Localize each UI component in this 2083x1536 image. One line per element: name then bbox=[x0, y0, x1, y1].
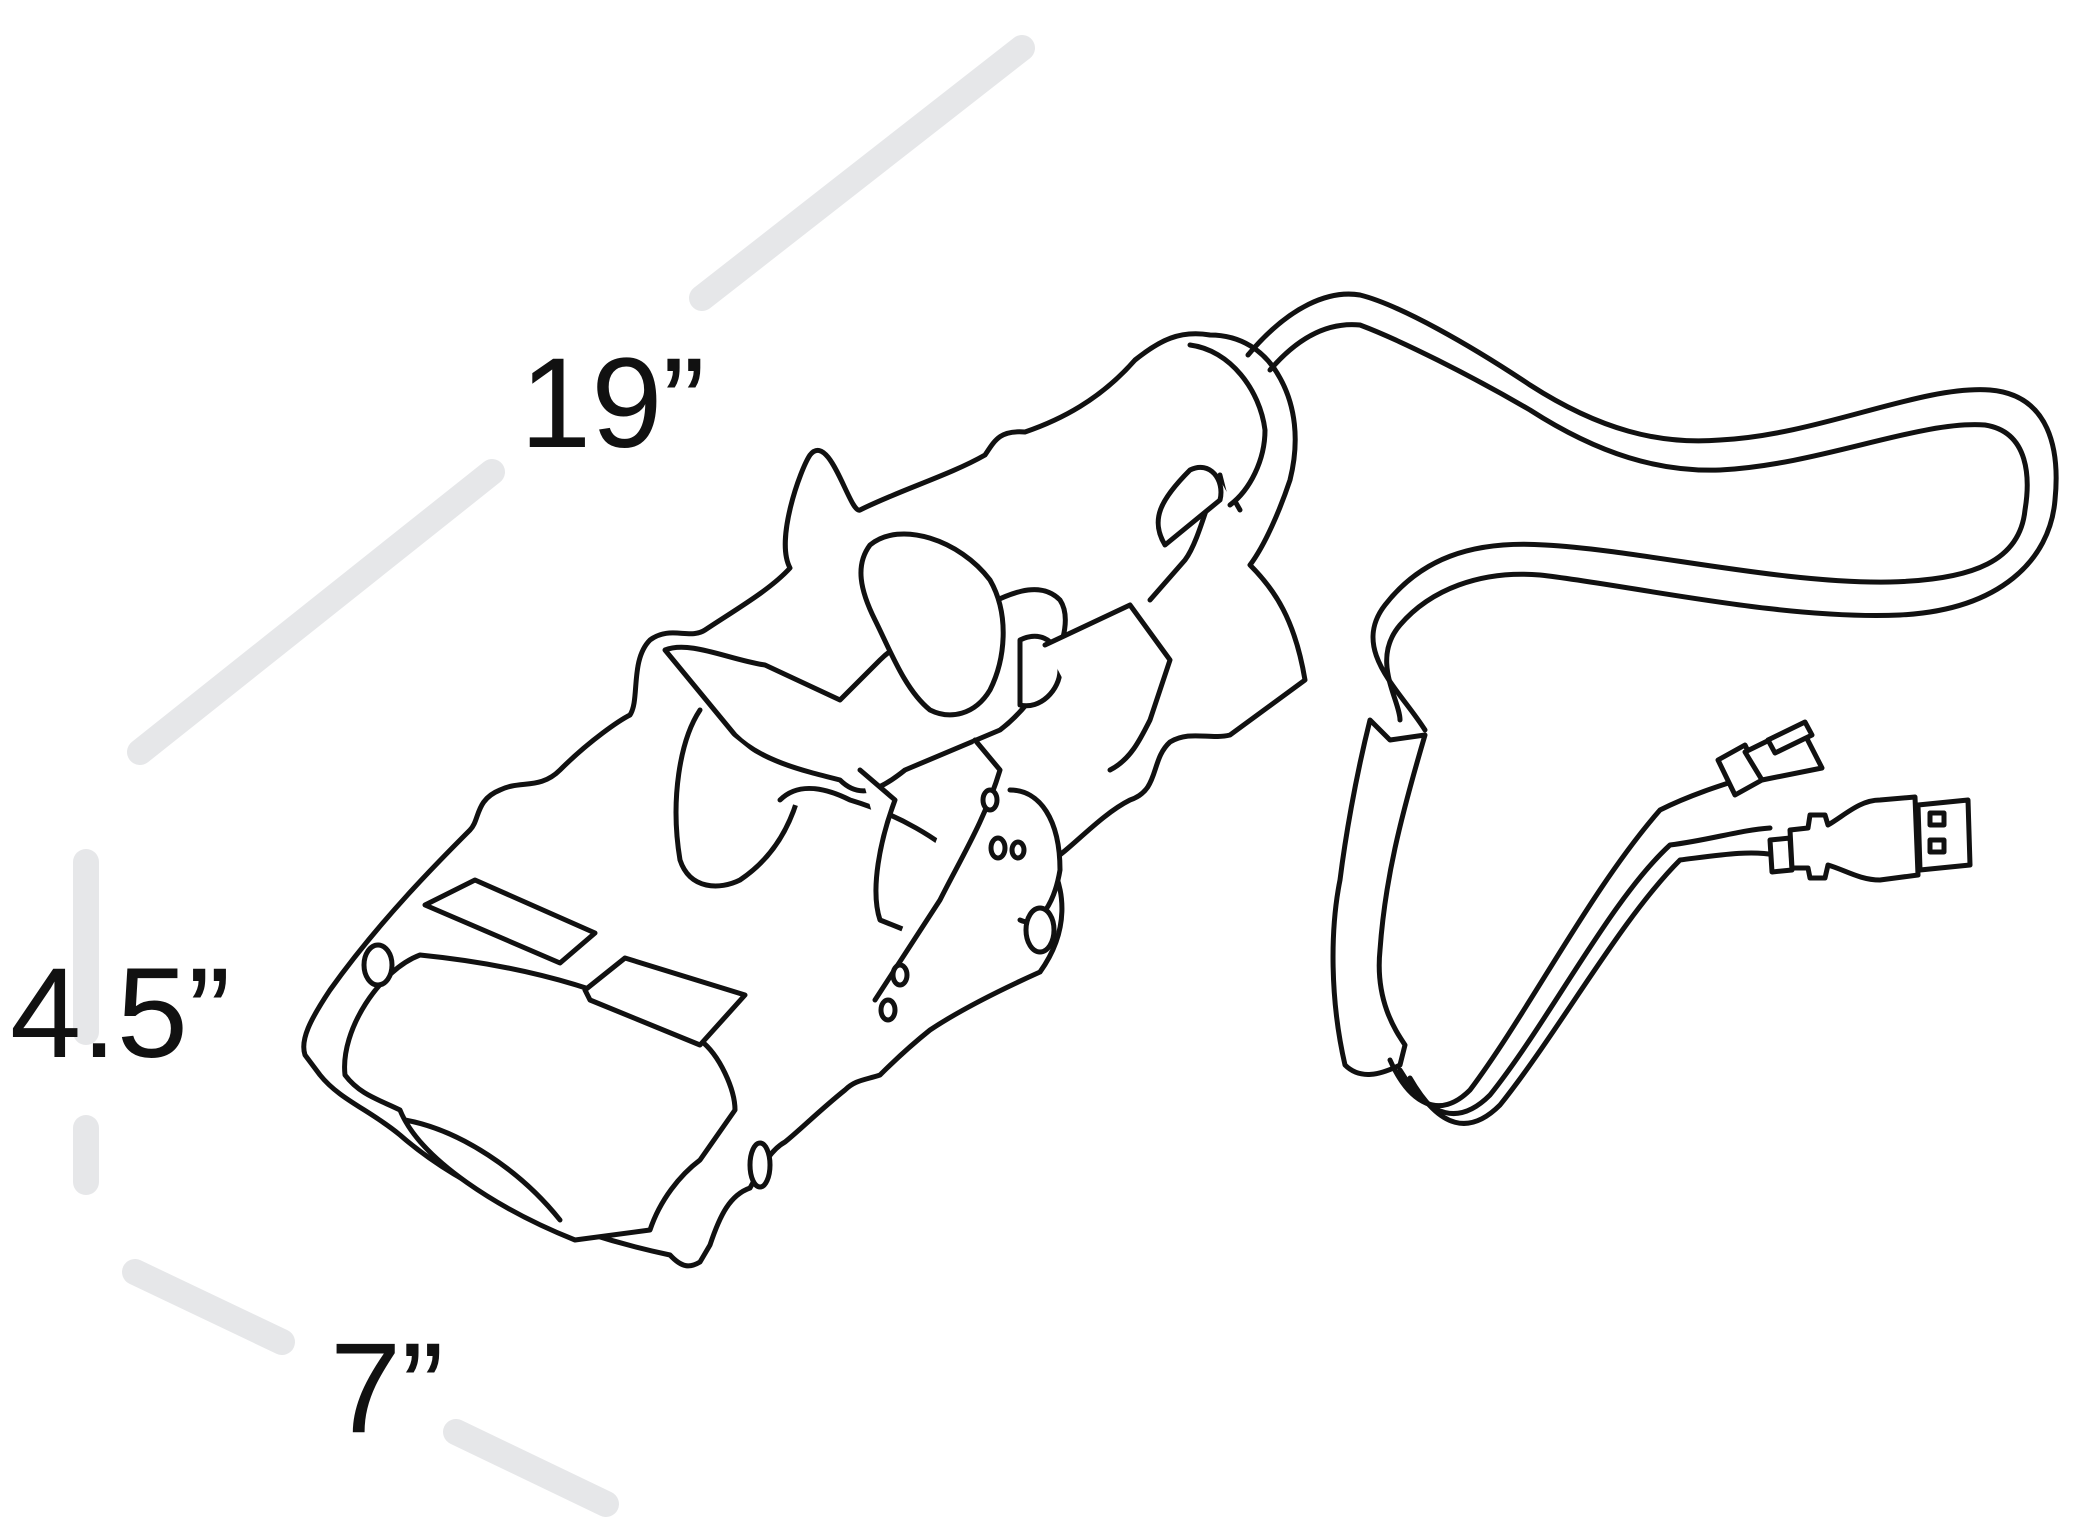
rivet-5 bbox=[890, 962, 910, 988]
power-cable bbox=[1245, 291, 2059, 1126]
rivet-3 bbox=[1009, 839, 1027, 861]
width-dimension-line-right bbox=[443, 1419, 619, 1517]
cable-strand-inner bbox=[1407, 850, 1778, 1126]
heel-lug-left bbox=[361, 942, 395, 988]
width-dimension-label: 7” bbox=[330, 1317, 444, 1460]
top-cuff bbox=[1155, 464, 1224, 548]
dc-connector bbox=[1715, 719, 1825, 798]
ankle-strap-lower bbox=[582, 955, 748, 1048]
instep-ridge bbox=[1042, 602, 1173, 773]
height-dimension-label: 4.5” bbox=[10, 942, 231, 1085]
ankle-strap bbox=[422, 877, 598, 966]
heel-pad bbox=[402, 1117, 563, 1223]
foot-warmer-body bbox=[301, 331, 1308, 1269]
heel-cup bbox=[342, 952, 738, 1243]
side-ridge-3 bbox=[857, 767, 908, 933]
rivet-1 bbox=[980, 787, 1000, 813]
dimension-lines bbox=[73, 35, 1035, 1517]
cable-strand-mid bbox=[1397, 825, 1773, 1117]
cable-strand-outer bbox=[1387, 765, 1778, 1109]
rivet-2 bbox=[988, 835, 1008, 861]
rivet-4 bbox=[878, 997, 898, 1023]
cable-outer bbox=[1245, 291, 2059, 723]
cable-inner bbox=[1267, 322, 2030, 733]
toe-knuckle-1 bbox=[858, 531, 1006, 718]
cuff-opening bbox=[1187, 342, 1268, 508]
heel-lug-right bbox=[1023, 905, 1057, 955]
rivet-6 bbox=[747, 1140, 773, 1190]
length-dimension-label: 19” bbox=[520, 332, 705, 475]
cable-sleeve bbox=[1330, 717, 1428, 1077]
length-dimension-line-lower bbox=[127, 459, 505, 765]
width-dimension-line-left bbox=[122, 1259, 295, 1355]
usb-a-plug bbox=[1767, 794, 1973, 883]
side-ridge-1 bbox=[673, 707, 803, 889]
side-ridge-4 bbox=[872, 737, 1003, 1003]
usb-connectors bbox=[1715, 719, 1973, 883]
length-dimension-line-upper bbox=[689, 35, 1035, 311]
